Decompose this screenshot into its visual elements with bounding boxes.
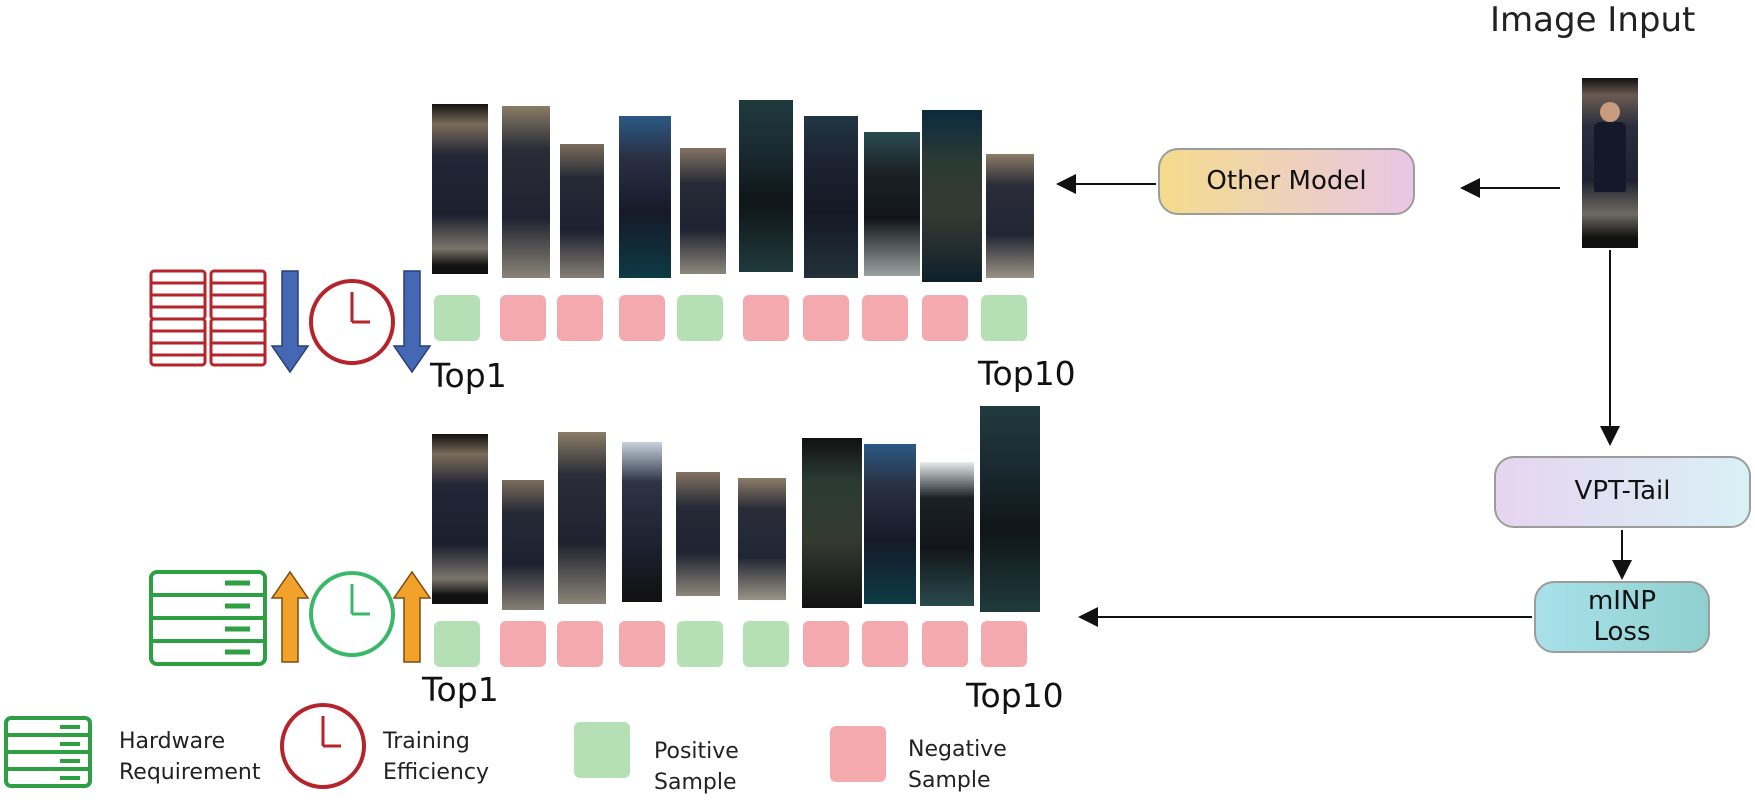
legend-positive-label: Positive Sample <box>654 739 739 795</box>
legend-hardware-icon <box>4 716 92 788</box>
positive-sample-square <box>434 621 480 667</box>
minp-loss-node: mINP Loss <box>1534 581 1710 653</box>
gallery-image <box>739 100 793 272</box>
negative-sample-square <box>557 295 603 341</box>
top-row-end-label: Top10 <box>978 354 1076 393</box>
down-arrow-icon <box>392 270 432 374</box>
negative-sample-square <box>803 295 849 341</box>
query-image <box>1582 78 1638 248</box>
negative-sample-square <box>981 621 1027 667</box>
bottom-row-start-label: Top1 <box>422 670 499 709</box>
up-arrow-icon <box>392 570 432 663</box>
other-model-label: Other Model <box>1206 165 1367 196</box>
gallery-image <box>864 132 920 276</box>
up-arrow-icon <box>270 570 310 663</box>
negative-sample-square <box>862 295 908 341</box>
negative-sample-square <box>862 621 908 667</box>
legend-positive-swatch <box>574 722 630 778</box>
negative-sample-square <box>922 295 968 341</box>
legend-negative-label: Negative Sample <box>908 737 1007 793</box>
clock-icon <box>309 571 395 657</box>
negative-sample-square <box>557 621 603 667</box>
gallery-image <box>432 104 488 274</box>
gallery-image <box>619 116 671 278</box>
gallery-image <box>676 472 720 596</box>
server-icon <box>149 570 267 666</box>
negative-sample-square <box>500 295 546 341</box>
negative-sample-square <box>619 295 665 341</box>
gallery-image <box>622 442 662 602</box>
positive-sample-square <box>677 621 723 667</box>
gallery-image <box>922 110 982 282</box>
gallery-image <box>980 406 1040 612</box>
gallery-image <box>502 480 544 610</box>
vpt-tail-node: VPT-Tail <box>1494 456 1751 528</box>
gallery-image <box>432 434 488 604</box>
gallery-image <box>560 144 604 278</box>
legend-training-label: Training Efficiency <box>383 729 489 785</box>
gallery-image <box>864 444 916 604</box>
bottom-row-end-label: Top10 <box>966 676 1064 715</box>
image-input-title: Image Input <box>1490 0 1696 40</box>
gallery-image <box>802 438 862 608</box>
server-icon <box>149 269 267 367</box>
top-row-start-label: Top1 <box>430 356 507 395</box>
positive-sample-square <box>981 295 1027 341</box>
gallery-image <box>920 462 974 606</box>
negative-sample-square <box>803 621 849 667</box>
negative-sample-square <box>619 621 665 667</box>
negative-sample-square <box>922 621 968 667</box>
down-arrow-icon <box>270 270 310 374</box>
minp-loss-label-line1: mINP <box>1587 585 1657 616</box>
legend-clock-icon <box>280 703 366 789</box>
positive-sample-square <box>677 295 723 341</box>
gallery-image <box>804 116 858 278</box>
gallery-image <box>502 106 550 278</box>
minp-loss-label-line2: Loss <box>1593 617 1651 647</box>
clock-icon <box>309 279 395 365</box>
legend-negative-swatch <box>830 726 886 782</box>
positive-sample-square <box>743 621 789 667</box>
legend-hardware-label: Hardware Requirement <box>119 729 261 785</box>
gallery-image <box>680 148 726 274</box>
negative-sample-square <box>743 295 789 341</box>
gallery-image <box>986 154 1034 278</box>
gallery-image <box>738 478 786 600</box>
positive-sample-square <box>434 295 480 341</box>
gallery-image <box>558 432 606 604</box>
negative-sample-square <box>500 621 546 667</box>
other-model-node: Other Model <box>1158 148 1415 215</box>
vpt-tail-label: VPT-Tail <box>1574 476 1671 507</box>
